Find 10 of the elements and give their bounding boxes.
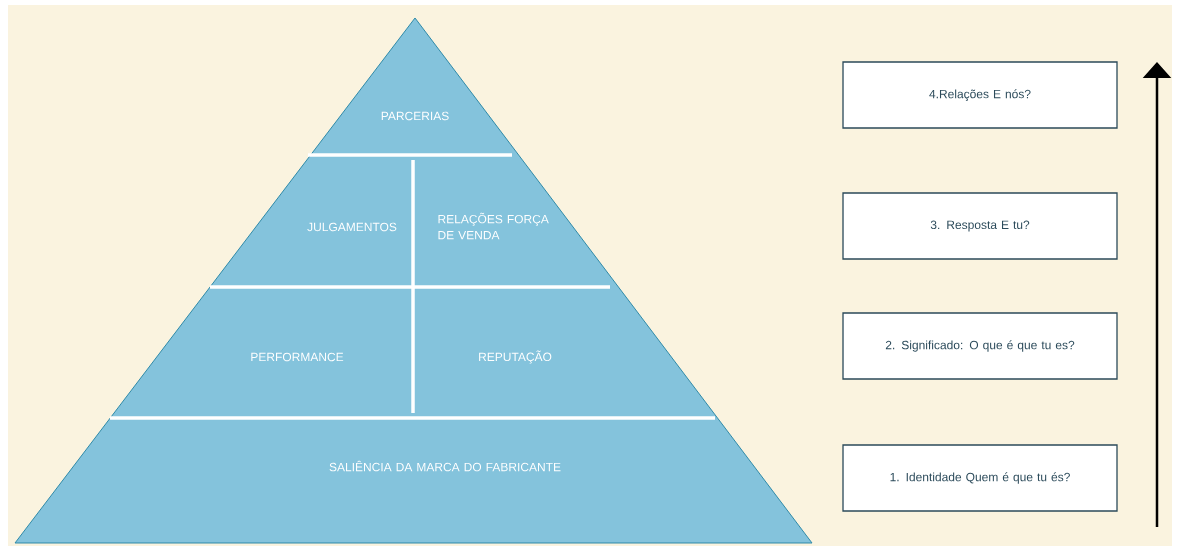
tier-label: PERFORMANCE — [251, 352, 344, 362]
tier-label: REPUTAÇÃO — [479, 350, 552, 364]
level-box: 3. Resposta E tu? — [842, 192, 1118, 260]
level-box: 4.Relações E nós? — [842, 61, 1118, 129]
level-box: 2. Significado: O que é que tu es? — [842, 312, 1118, 380]
level-box: 1. Identidade Quem é que tu és? — [842, 444, 1118, 512]
tier-label: SALIÊNCIA DA MARCA DO FABRICANTE — [329, 460, 561, 472]
tier-label: PARCERIAS — [381, 111, 449, 121]
tier-label: JULGAMENTOS — [307, 222, 397, 232]
tier-label: RELAÇÕES FORÇA DE VENDA — [438, 212, 549, 240]
